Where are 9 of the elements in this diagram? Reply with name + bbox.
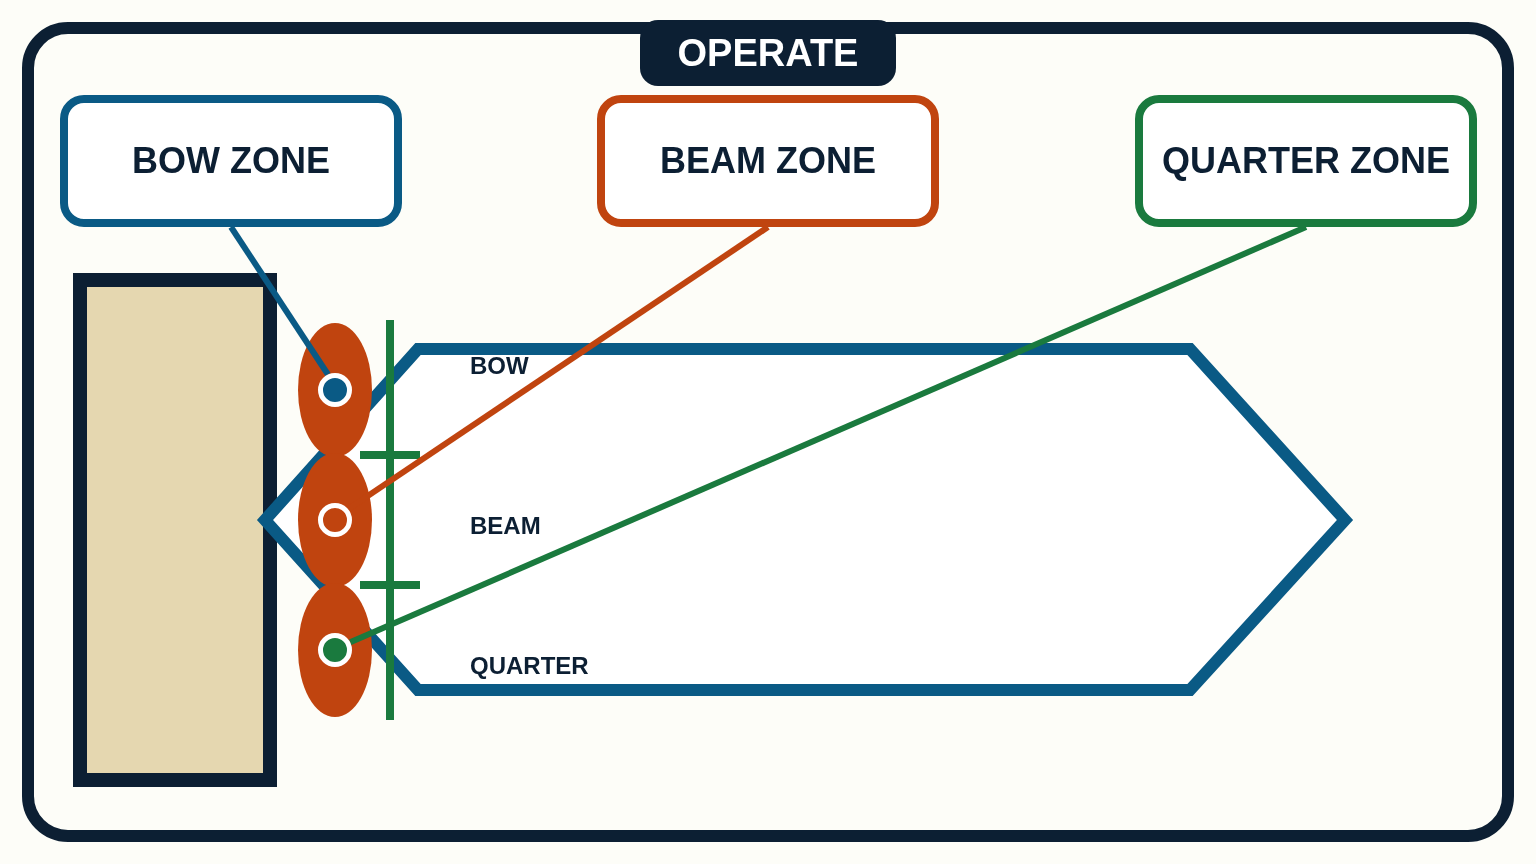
hull-section-label: BEAM bbox=[470, 512, 541, 540]
hull-section-label: QUARTER bbox=[470, 652, 589, 680]
zone-box: BOW ZONE bbox=[60, 95, 402, 227]
zone-box: QUARTER ZONE bbox=[1135, 95, 1477, 227]
leader-line bbox=[349, 224, 1308, 646]
leader-line bbox=[228, 225, 331, 377]
hull-section-label: BOW bbox=[470, 352, 529, 380]
title-badge: OPERATE bbox=[640, 20, 896, 86]
zone-box: BEAM ZONE bbox=[597, 95, 939, 227]
